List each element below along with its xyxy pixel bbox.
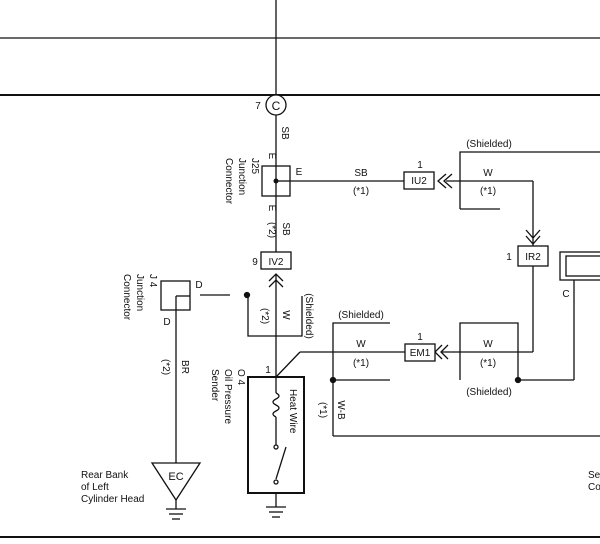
sender-code: O 4 [235,369,246,386]
wire-label-w-iv2: W [280,310,291,320]
ir2-label: IR2 [525,252,541,263]
iu2-box [403,171,435,190]
j4-line1: Junction [134,274,145,311]
wire-label-sb-horizontal: SB [354,168,368,179]
iv2-label: IV2 [268,257,283,268]
ground-line3: Cylinder Head [81,494,144,505]
switch-contact-top [273,444,279,450]
ground-line2: of Left [81,482,109,493]
switch-contact-bottom [273,479,279,485]
ground-line1: Rear Bank [81,470,129,481]
wire-note-j25-iv2: (*2) [266,222,277,238]
ec-triangle [150,462,202,502]
shielded-label-top: (Shielded) [466,139,512,150]
shield-bracket-right [459,322,519,380]
right-component-inner [565,255,600,277]
j4-pin-bottom: D [163,317,170,328]
wire-note-iu2-left: (*1) [353,186,369,197]
heat-wire-label: Heat Wire [287,389,298,434]
em1-label: EM1 [410,348,431,359]
sender-pin: 1 [265,365,271,376]
wire-note-em1-left: (*1) [353,358,369,369]
shield-bracket-left [332,322,390,436]
iu2-label: IU2 [411,176,427,187]
splice-j4 [243,291,251,299]
splice-left [329,376,337,384]
wire-label-wb: W-B [335,400,346,420]
shielded-label-right: (Shielded) [466,387,512,398]
iv2-box [260,251,292,270]
j4-pin-right: D [195,280,202,291]
ir2-arrow [525,229,541,245]
wire-note-em1-right: (*1) [480,358,496,369]
wire-label-sb-lower: SB [280,222,291,236]
sender-line2: Sender [209,369,220,402]
connector-c-label: C [272,99,281,113]
wire-label-w-top: W [483,168,493,179]
sender-line1: Oil Pressure [222,369,233,424]
wire-label-w-em1-left: W [356,339,366,350]
right-c-label: C [562,289,569,300]
j4-code: J 4 [147,274,158,288]
wire-note-iv2: (*2) [259,308,270,324]
wire-label-br: BR [179,360,190,374]
switch-arm [275,446,287,480]
heat-wire-coil [272,392,280,418]
shield-bracket-mid [247,296,303,337]
iv2-pin: 9 [252,257,258,268]
shielded-label-mid: (Shielded) [303,293,314,339]
ec-label: EC [168,471,183,483]
iu2-pin: 1 [417,160,423,171]
wire-em1-diag [275,351,301,378]
shielded-label-left: (Shielded) [338,310,384,321]
wire-label-w-em1-right: W [483,339,493,350]
j25-code: J25 [249,158,260,175]
ir2-pin: 1 [506,252,512,263]
j4-line2: Connector [121,274,132,321]
j25-pin-right: E [296,167,303,178]
wire-note-br: (*2) [160,359,171,375]
j25-pin-top: E [266,153,277,160]
wire-label-sb-upper: SB [279,126,290,140]
right-cut-line1: Se [588,470,600,481]
iu2-arrow [437,173,453,189]
shield-bracket-top [459,151,600,209]
em1-pin: 1 [417,332,423,343]
connector-c-pin: 7 [255,101,261,112]
splice-right [514,376,522,384]
j25-line1: Junction [236,158,247,195]
right-cut-line2: Co [588,482,600,493]
splice-j25 [273,178,279,184]
wire-note-wb: (*1) [317,402,328,418]
j25-pin-bottom: E [266,205,277,212]
j25-line2: Connector [223,158,234,205]
wire-note-iu2-right: (*1) [480,186,496,197]
